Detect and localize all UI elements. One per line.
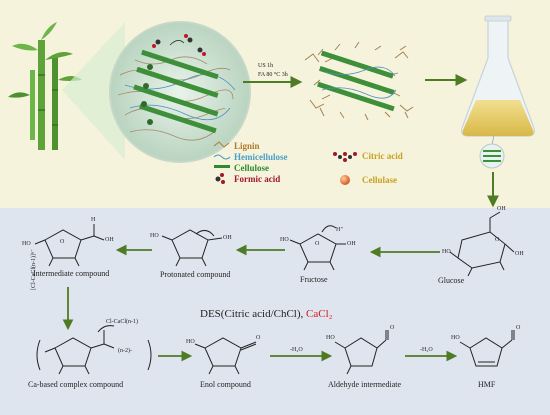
fructose-structure: [289, 225, 346, 271]
atom-o: O: [256, 335, 261, 341]
glucose-structure: [449, 211, 515, 277]
atom-ho: HO: [451, 335, 460, 341]
zoom-cone: [62, 22, 125, 160]
intermediate-structure: [34, 224, 105, 267]
complex-charge: (n-2)-: [118, 348, 132, 354]
atom-h-plus: H⁺: [336, 227, 344, 233]
magnifier-line: [491, 134, 495, 146]
atom-oh: OH: [515, 251, 524, 257]
atom-ho: HO: [442, 249, 451, 255]
atom-oh: OH: [223, 235, 232, 241]
water-loss-2: -H₂O: [420, 347, 433, 353]
legend-formic-acid: Formic acid: [234, 174, 281, 184]
condition-ultrasound: US 1h: [258, 63, 274, 69]
atom-oh: OH: [105, 237, 114, 243]
hydrolysate-magnifier: [479, 143, 505, 169]
hemicellulose-icon: [213, 154, 231, 160]
atom-ho: HO: [280, 237, 289, 243]
treated-fibres-icon: [304, 41, 414, 121]
des-label: DES(Citric acid/ChCl), CaCl₂: [200, 308, 332, 320]
legend-lignin: Lignin: [234, 141, 260, 151]
lignin-icon: [213, 141, 230, 148]
cellulase-icon: [340, 175, 350, 185]
chemical-structures: [34, 211, 515, 375]
atom-o: O: [390, 325, 395, 331]
legend-hemicellulose: Hemicellulose: [234, 152, 288, 162]
atom-oh: OH: [497, 206, 506, 212]
protonated-structure: [161, 229, 223, 267]
atom-o: O: [516, 325, 521, 331]
atom-o: O: [495, 237, 500, 243]
atom-ho: HO: [150, 233, 159, 239]
citric-acid-icon: [333, 152, 357, 162]
label-protonated: Protonated compound: [160, 270, 231, 279]
water-loss-1: -H₂O: [290, 347, 303, 353]
atom-ho: HO: [326, 335, 335, 341]
atom-ho: HO: [22, 241, 31, 247]
atom-o: O: [315, 241, 320, 247]
legend-citric-acid: Citric acid: [362, 151, 403, 161]
des-text: DES(Citric acid/ChCl),: [200, 308, 307, 320]
legend-cellulose: Cellulose: [234, 163, 269, 173]
condition-formic-acid: FA 80 °C 3h: [258, 72, 288, 78]
atom-h: H: [91, 217, 96, 223]
label-intermediate: Intermediate compound: [33, 269, 110, 278]
label-hmf: HMF: [478, 380, 496, 389]
enol-structure: [194, 337, 257, 375]
ca-complex-structure: [36, 325, 152, 375]
label-aldehyde: Aldehyde intermediate: [328, 380, 402, 389]
flask-icon: [461, 15, 535, 137]
formic-acid-molecules: [152, 34, 206, 56]
label-ca-complex: Ca-based complex compound: [28, 380, 124, 389]
cacl2-text: CaCl₂: [306, 308, 333, 320]
formic-acid-icon: [215, 173, 225, 184]
atom-ho: HO: [186, 339, 195, 345]
label-fructose: Fructose: [300, 275, 328, 284]
label-glucose: Glucose: [438, 276, 465, 285]
cl-cacl-label: Cl-CaCl(n-1): [106, 319, 138, 325]
bottom-panel-background: [0, 208, 550, 415]
legend-cellulase: Cellulase: [362, 175, 397, 185]
cellulose-icon: [214, 165, 230, 168]
reaction-arrows: [62, 244, 458, 362]
label-enol: Enol compound: [200, 380, 251, 389]
hmf-structure: [459, 330, 515, 367]
atom-o: O: [60, 239, 65, 245]
aldehyde-structure: [334, 330, 389, 375]
biomass-zoom-circle: [109, 21, 251, 163]
atom-oh: OH: [347, 241, 356, 247]
